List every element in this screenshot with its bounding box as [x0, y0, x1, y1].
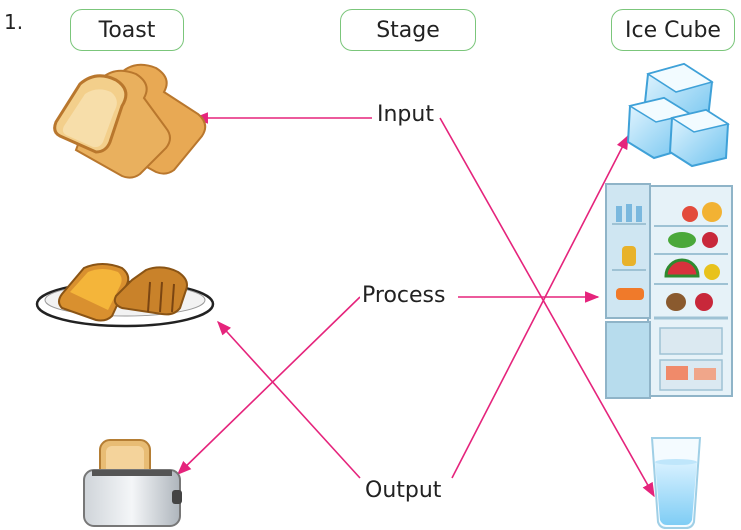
bread-slices-icon	[53, 63, 207, 179]
header-ice-cube: Ice Cube	[611, 9, 735, 51]
stage-input-label: Input	[375, 102, 436, 127]
header-stage-label: Stage	[376, 17, 440, 43]
header-ice-cube-label: Ice Cube	[625, 17, 721, 43]
header-toast: Toast	[70, 9, 184, 51]
stage-output-label: Output	[363, 478, 444, 503]
refrigerator-icon	[605, 183, 733, 399]
header-stage: Stage	[340, 9, 476, 51]
arrow-input-to-water-glass	[439, 117, 655, 498]
question-number: 1.	[4, 10, 24, 34]
toast-on-plate-icon	[35, 263, 215, 328]
stage-process-label: Process	[360, 283, 448, 308]
arrow-output-to-ice-cubes	[451, 134, 629, 479]
arrow-output-to-plate	[217, 320, 361, 479]
arrows	[176, 112, 655, 498]
toaster-icon	[83, 439, 182, 527]
header-toast-label: Toast	[98, 17, 156, 43]
ice-cubes-icon	[626, 62, 730, 168]
arrow-process-to-toaster	[176, 296, 361, 476]
water-glass-icon	[650, 437, 702, 529]
